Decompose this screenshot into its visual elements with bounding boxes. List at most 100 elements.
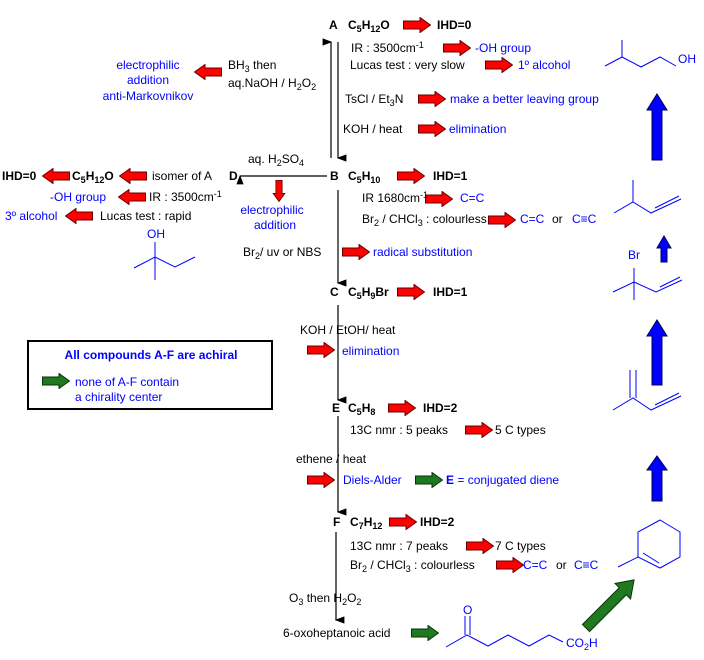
red-arrow-icon (419, 92, 446, 107)
compound-F-label: F (333, 515, 341, 529)
red-arrow-icon (398, 169, 425, 184)
compound-E-label: E (332, 401, 341, 415)
red-arrow-icon (497, 558, 524, 573)
E-nmr-result: 5 C types (495, 423, 546, 437)
red-arrow-left-icon (66, 209, 93, 224)
A-tscl-reagent: TsCl / Et3N (345, 92, 404, 108)
blue-arrow-up-icon (646, 319, 668, 386)
B-br2-result-a: C=C (520, 212, 545, 226)
A-tscl-result: make a better leaving group (450, 92, 599, 106)
structure-A-3-methylbutan-1-ol (604, 40, 677, 68)
compound-B-ihd: IHD=1 (433, 169, 468, 183)
red-arrow-left-icon (119, 190, 146, 205)
red-arrow-icon (444, 41, 471, 56)
D-lucas-result: 3º alcohol (5, 209, 58, 223)
hydroboration-result-3: anti-Markovnikov (102, 89, 194, 103)
A-structure-oh: OH (678, 52, 696, 66)
red-arrow-icon (398, 285, 425, 300)
product-structure-o: O (463, 603, 473, 617)
compound-D-ihd: IHD=0 (2, 169, 37, 183)
C-result: elimination (342, 344, 400, 358)
B-radical-result: radical substitution (373, 245, 473, 259)
red-arrow-icon (486, 58, 513, 73)
hydroboration-reagent-1: BH3 then (228, 58, 277, 74)
compound-C-formula: C5H9Br (348, 285, 389, 301)
note-line-1: none of A-F contain (75, 375, 180, 389)
red-arrow-icon (308, 473, 335, 488)
green-arrow-icon (416, 473, 443, 488)
A-ir-sup: -1 (415, 40, 424, 50)
B-ir-sup: -1 (420, 190, 429, 200)
hydroboration-result-2: addition (126, 73, 170, 87)
structure-E-isoprene (612, 370, 682, 411)
B-ir-test: IR 1680cm-1 (362, 190, 429, 206)
B-br2-result-b: C≡C (572, 212, 597, 226)
red-arrow-icon (389, 401, 416, 416)
product-structure-co2h: CO2H (566, 636, 598, 652)
B-radical-reagent: Br2/ uv or NBS (243, 245, 322, 261)
red-arrow-icon (404, 18, 431, 33)
red-arrow-left-icon (120, 169, 147, 184)
F-br2-result-a: C=C (523, 558, 548, 572)
blue-arrow-up-icon (646, 93, 668, 161)
A-ir-test: IR : 3500cm-1 (351, 40, 424, 56)
hydration-result-2: addition (253, 218, 297, 232)
structure-C-bromide (612, 268, 683, 300)
F-ozonolysis-reagent: O3 then H2O2 (289, 591, 362, 607)
A-lucas-result: 1º alcohol (518, 58, 571, 72)
green-diagonal-arrow-icon (581, 579, 635, 633)
structure-F-methylcyclohexene (617, 519, 681, 569)
compound-C-label: C (330, 285, 339, 299)
B-ir-result: C=C (460, 191, 485, 205)
red-arrow-icon (489, 213, 516, 228)
hydration-result-1: electrophilic (240, 203, 304, 217)
green-arrow-icon (412, 626, 439, 641)
A-koh-result: elimination (449, 122, 507, 136)
hydroboration-reagent-2: aq.NaOH / H2O2 (228, 76, 317, 92)
F-nmr-test: 13C nmr : 7 peaks (350, 539, 449, 553)
compound-A-formula: C5H12O (348, 18, 390, 34)
D-ir-sup: -1 (213, 189, 222, 199)
hydration-reagent: aq. H2SO4 (248, 152, 305, 168)
D-lucas-test: Lucas test : rapid (100, 209, 192, 223)
note-line-2: a chirality center (75, 390, 163, 404)
note-title: All compounds A-F are achiral (64, 348, 238, 362)
E-conclusion: E = conjugated diene (446, 473, 559, 487)
red-arrow-icon (467, 539, 494, 554)
E-nmr-test: 13C nmr : 5 peaks (350, 423, 449, 437)
F-product-name: 6-oxoheptanoic acid (283, 626, 391, 640)
compound-A-label: A (329, 18, 338, 32)
compound-B-formula: C5H10 (348, 169, 381, 185)
red-arrow-left-icon (195, 65, 222, 80)
compound-C-ihd: IHD=1 (433, 285, 468, 299)
A-ir-result: -OH group (475, 41, 532, 55)
blue-arrow-up-icon (646, 455, 668, 502)
hydroboration-result-1: electrophilic (116, 58, 180, 72)
red-arrow-icon (419, 122, 446, 137)
structure-6-oxoheptanoic-acid (445, 616, 564, 648)
red-arrow-icon (308, 343, 335, 358)
C-structure-br: Br (628, 248, 640, 262)
F-br2-test: Br2 / CHCl3 : colourless (350, 558, 475, 574)
A-lucas-test: Lucas test : very slow (350, 58, 465, 72)
compound-B-label: B (330, 169, 339, 183)
D-isomer-note: isomer of A (152, 169, 213, 183)
red-arrow-icon (343, 245, 370, 260)
compound-E-formula: C5H8 (348, 401, 376, 417)
E-reaction: Diels-Alder (343, 473, 402, 487)
D-ir-test: IR : 3500cm-1 (149, 189, 222, 205)
F-br2-result-b: C≡C (574, 558, 599, 572)
compound-D-formula: C5H12O (72, 169, 114, 185)
E-reagent: ethene / heat (296, 452, 367, 466)
structure-B-3-methylbut-1-ene (613, 180, 682, 214)
D-structure-oh: OH (147, 227, 165, 241)
C-reagent: KOH / EtOH/ heat (300, 323, 396, 337)
D-ir-text: IR : 3500cm (149, 190, 214, 204)
red-arrow-left-icon (43, 169, 70, 184)
red-arrow-icon (466, 423, 493, 438)
A-koh-reagent: KOH / heat (343, 122, 403, 136)
red-arrow-down-icon (272, 180, 286, 202)
F-br2-or: or (556, 558, 567, 572)
